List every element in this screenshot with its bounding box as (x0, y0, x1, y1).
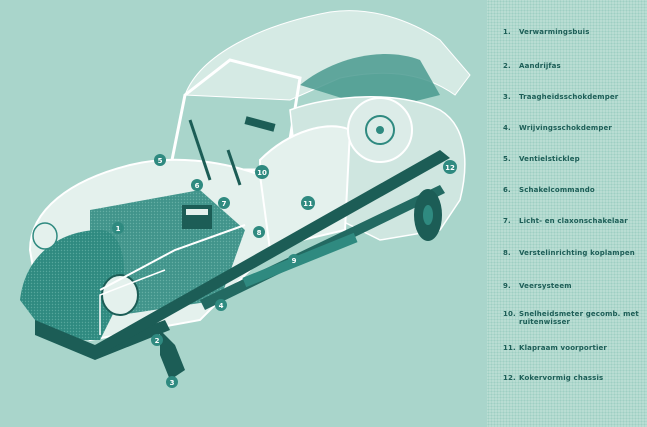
callout-2: 2 (151, 334, 163, 346)
legend-item: 9.Veersysteem (503, 282, 572, 290)
roof-rollback (300, 54, 440, 110)
car-cutaway-illustration: 1 2 3 4 5 6 7 8 9 10 11 12 (20, 10, 471, 388)
svg-text:9: 9 (292, 257, 297, 265)
callout-6: 6 (191, 179, 203, 191)
legend-item: 3.Traagheidsschokdemper (503, 93, 619, 101)
legend-panel: 1.Verwarmingsbuis 2.Aandrijfas 3.Traaghe… (487, 0, 647, 427)
svg-text:3: 3 (170, 379, 175, 387)
svg-text:6: 6 (195, 182, 200, 190)
svg-text:7: 7 (222, 200, 227, 208)
callout-7: 7 (218, 197, 230, 209)
legend-item: 1.Verwarmingsbuis (503, 28, 590, 36)
callout-4: 4 (215, 299, 227, 311)
callout-8: 8 (253, 226, 265, 238)
callout-1: 1 (112, 222, 124, 234)
front-brake-drum (101, 274, 139, 316)
callout-12: 12 (443, 160, 457, 174)
callout-9: 9 (288, 254, 300, 266)
svg-text:2: 2 (155, 337, 160, 345)
svg-text:1: 1 (116, 225, 121, 233)
headlamp (32, 222, 58, 250)
svg-text:10: 10 (257, 169, 267, 177)
callout-5: 5 (154, 154, 166, 166)
legend-item: 2.Aandrijfas (503, 62, 561, 70)
callout-11: 11 (301, 196, 315, 210)
svg-text:5: 5 (158, 157, 163, 165)
chassis-tube-left (95, 150, 450, 355)
svg-text:12: 12 (445, 164, 455, 172)
legend-item: 8.Verstelinrichting koplampen (503, 249, 635, 257)
svg-text:11: 11 (303, 200, 313, 208)
legend-item: 4.Wrijvingsschokdemper (503, 124, 612, 132)
battery (182, 205, 212, 229)
legend-item: 12.Kokervormig chassis (503, 374, 604, 382)
legend-item: 7.Licht- en claxonschakelaar (503, 217, 628, 225)
callout-3: 3 (166, 376, 178, 388)
callout-10: 10 (255, 165, 269, 179)
callout-markers: 1 2 3 4 5 6 7 8 9 10 11 12 (112, 154, 457, 388)
front-suspension (160, 330, 185, 380)
legend-item: 10.Snelheidsmeter gecomb. met ruitenwiss… (503, 310, 639, 326)
svg-text:8: 8 (257, 229, 262, 237)
svg-text:4: 4 (219, 302, 224, 310)
legend-item: 6.Schakelcommando (503, 186, 595, 194)
legend-item: 5.Ventielsticklep (503, 155, 580, 163)
legend-item: 11.Klapraam voorportier (503, 344, 608, 352)
